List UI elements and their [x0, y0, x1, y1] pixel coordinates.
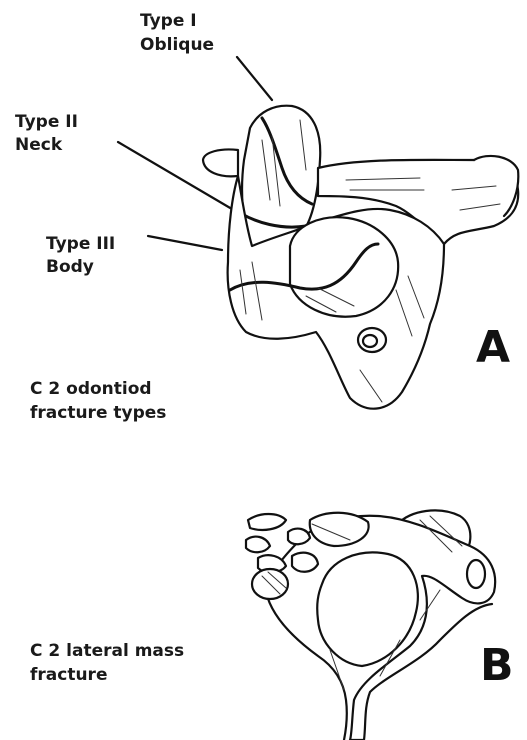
caption-b-line1: C 2 lateral mass — [30, 640, 184, 662]
type1-label-line2: Oblique — [140, 34, 214, 56]
type2-label-line2: Neck — [15, 134, 62, 156]
c2-vertebra-drawing-b — [246, 510, 495, 740]
type3-label-line1: Type III — [46, 233, 115, 255]
leader-line-type1 — [237, 57, 272, 100]
panel-letter-b: B — [480, 644, 514, 688]
panel-letter-a: A — [476, 326, 510, 370]
caption-a-line2: fracture types — [30, 402, 166, 424]
c2-vertebra-drawing-a — [118, 57, 518, 409]
type2-label-line1: Type II — [15, 111, 78, 133]
caption-b-line2: fracture — [30, 664, 107, 686]
type3-label-line2: Body — [46, 256, 94, 278]
type1-label-line1: Type I — [140, 10, 197, 32]
leader-line-type3 — [148, 236, 222, 250]
caption-a-line1: C 2 odontiod — [30, 378, 152, 400]
